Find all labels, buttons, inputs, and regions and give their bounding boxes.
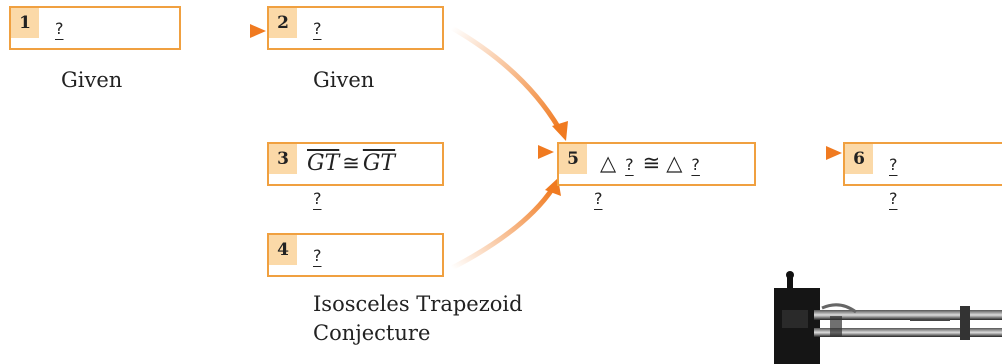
step-6-reason: ?: [889, 183, 906, 213]
step-5-box: 5 △?≅△?: [557, 142, 756, 186]
step-4-statement-blank: ?: [307, 246, 328, 265]
segment-gt-right: GT: [363, 151, 395, 176]
triangle-symbol-right: △: [663, 151, 685, 175]
step-1-box: 1 ?: [9, 6, 181, 50]
desk-lamp-photo: [760, 270, 1002, 364]
step-6-box: 6 ?: [843, 142, 1002, 186]
step-2-number: 2: [269, 8, 297, 38]
arrowhead-1-to-2: [250, 24, 266, 38]
step-5-right-blank: ?: [685, 155, 706, 174]
step-5-reason-blank: ?: [594, 184, 611, 213]
step-6-number: 6: [845, 144, 873, 174]
step-4-reason: Isosceles Trapezoid Conjecture: [313, 290, 523, 348]
step-5-left-blank: ?: [619, 155, 640, 174]
congruent-symbol: ≅: [339, 151, 363, 175]
step-4-reason-line-1: Isosceles Trapezoid: [313, 290, 523, 319]
step-1-number: 1: [11, 8, 39, 38]
step-5-reason: ?: [594, 183, 611, 213]
step-6-statement-blank: ?: [883, 155, 904, 174]
step-2-box: 2 ?: [267, 6, 444, 50]
step-2-reason: Given: [313, 66, 374, 95]
step-5-congruent-symbol: ≅: [640, 151, 664, 175]
arrowhead-3-to-5: [538, 145, 554, 159]
step-6-reason-blank: ?: [889, 184, 906, 213]
step-4-reason-line-2: Conjecture: [313, 319, 523, 348]
step-4-box: 4 ?: [267, 233, 444, 277]
step-3-box: 3 GT≅GT: [267, 142, 444, 186]
step-1-reason: Given: [61, 66, 122, 95]
step-3-reason: ?: [313, 183, 330, 213]
lamp-icon: [760, 270, 1002, 364]
step-3-reason-blank: ?: [313, 184, 330, 213]
step-4-number: 4: [269, 235, 297, 265]
arrowhead-5-to-6: [826, 146, 842, 160]
step-1-statement-blank: ?: [49, 19, 70, 38]
step-2-statement-blank: ?: [307, 19, 328, 38]
arrow-2-to-5: [452, 28, 560, 130]
segment-gt-left: GT: [307, 151, 339, 176]
step-5-number: 5: [559, 144, 587, 174]
step-3-number: 3: [269, 144, 297, 174]
triangle-symbol-left: △: [597, 151, 619, 175]
arrow-4-to-5: [452, 188, 553, 268]
